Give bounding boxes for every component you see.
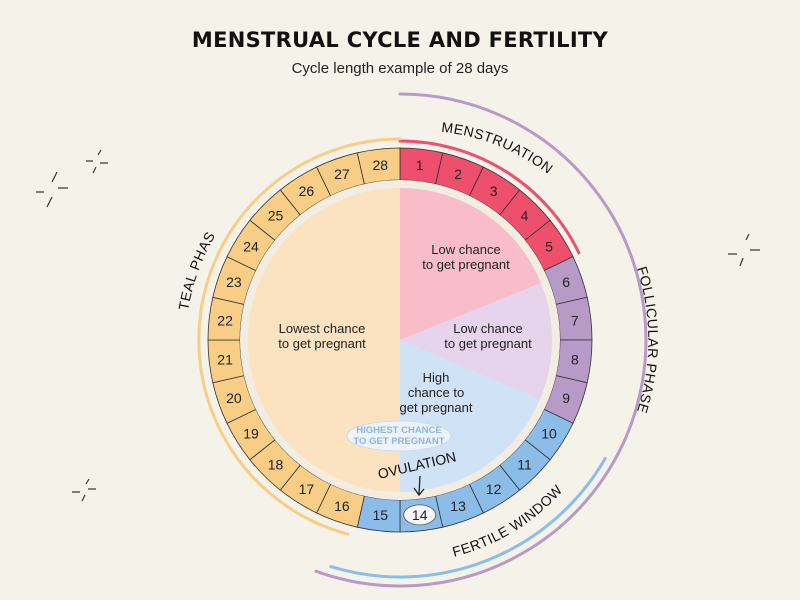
day-label: 10 — [541, 426, 557, 442]
page-subtitle: Cycle length example of 28 days — [291, 60, 509, 77]
luteal-chance-label: Lowest chance — [279, 321, 366, 336]
ovulation-day-highlight — [403, 504, 437, 526]
day-label: 6 — [562, 274, 570, 290]
day-label: 27 — [334, 166, 350, 182]
menstruation-sector — [400, 188, 541, 340]
day-label: 19 — [243, 426, 259, 442]
follicular-chance-label: to get pregnant — [444, 336, 532, 351]
follicular-phase-arc — [314, 92, 648, 588]
day-label: 13 — [450, 498, 466, 514]
sparkle-icon — [728, 233, 760, 267]
day-label: 24 — [243, 238, 259, 254]
day-label: 9 — [562, 390, 570, 406]
fertile-window-arc — [329, 457, 607, 579]
highest-chance-callout: HIGHEST CHANCE TO GET PREGNANT — [346, 420, 452, 452]
highest-chance-badge — [346, 420, 452, 452]
day-label: 20 — [226, 390, 242, 406]
day-label: 15 — [373, 507, 389, 523]
ovulation-arrow-icon — [413, 475, 425, 497]
day-label: 23 — [226, 274, 242, 290]
day-label: 7 — [571, 312, 579, 328]
day-segments: 1234567891011121314151617181920212223242… — [207, 147, 593, 533]
menstruation-chance-label: Low chance — [431, 242, 500, 257]
highest-chance-label-1: HIGHEST CHANCE — [356, 425, 442, 436]
follicular-sector — [400, 283, 552, 400]
day-label: 26 — [299, 183, 315, 199]
follicular-phase-label: FOLLICULAR PHASE — [634, 264, 661, 415]
sparkle-icon — [72, 478, 96, 502]
fertile-sector — [400, 340, 540, 492]
day-label: 16 — [334, 498, 350, 514]
day-label: 11 — [517, 457, 532, 473]
day-label: 5 — [545, 238, 553, 254]
luteal-chance-label: to get pregnant — [278, 336, 366, 351]
day-label: 14 — [412, 507, 428, 523]
day-label: 4 — [521, 208, 529, 224]
luteal-phase-label: LUTEAL PHASE — [0, 0, 218, 311]
menstruation-arc — [398, 139, 581, 255]
sparkle-decorations — [36, 149, 760, 502]
highest-chance-label-2: TO GET PREGNANT — [353, 436, 444, 447]
day-label: 12 — [486, 481, 502, 497]
day-label: 25 — [268, 208, 284, 224]
sparkle-icon — [36, 171, 68, 208]
day-label: 18 — [268, 457, 284, 473]
fertile-chance-label: High — [423, 370, 450, 385]
day-label: 8 — [571, 352, 579, 368]
menstruation-chance-label: to get pregnant — [422, 257, 510, 272]
luteal-phase-arc — [197, 137, 402, 536]
fertile-chance-label: get pregnant — [399, 400, 472, 415]
day-label: 3 — [490, 183, 498, 199]
day-label: 21 — [217, 352, 233, 368]
day-label: 22 — [217, 312, 233, 328]
sparkle-icon — [86, 149, 108, 174]
day-label: 2 — [454, 166, 462, 182]
page-title: MENSTRUAL CYCLE AND FERTILITY — [191, 28, 609, 52]
luteal-sector — [248, 188, 400, 492]
day-label: 17 — [299, 481, 315, 497]
follicular-chance-label: Low chance — [453, 321, 522, 336]
day-label: 1 — [416, 157, 424, 173]
chance-sectors — [248, 188, 552, 492]
fertile-chance-label: chance to — [408, 385, 464, 400]
day-label: 28 — [373, 157, 389, 173]
phase-arcs — [197, 92, 648, 588]
